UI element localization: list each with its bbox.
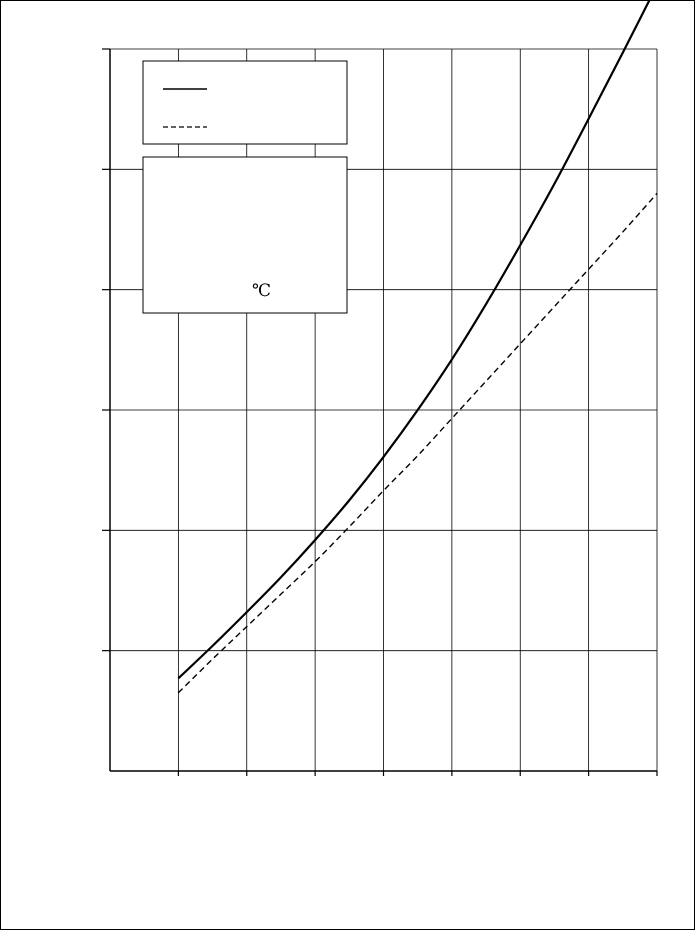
condition-unit-label: ℃ xyxy=(252,281,271,301)
series-line-dashed xyxy=(177,192,658,694)
legend: ℃ xyxy=(142,60,348,314)
condition-box xyxy=(142,156,348,314)
legend-box xyxy=(142,60,348,145)
series-lines xyxy=(177,0,658,694)
series-line-solid xyxy=(177,0,651,680)
axes xyxy=(102,48,658,776)
